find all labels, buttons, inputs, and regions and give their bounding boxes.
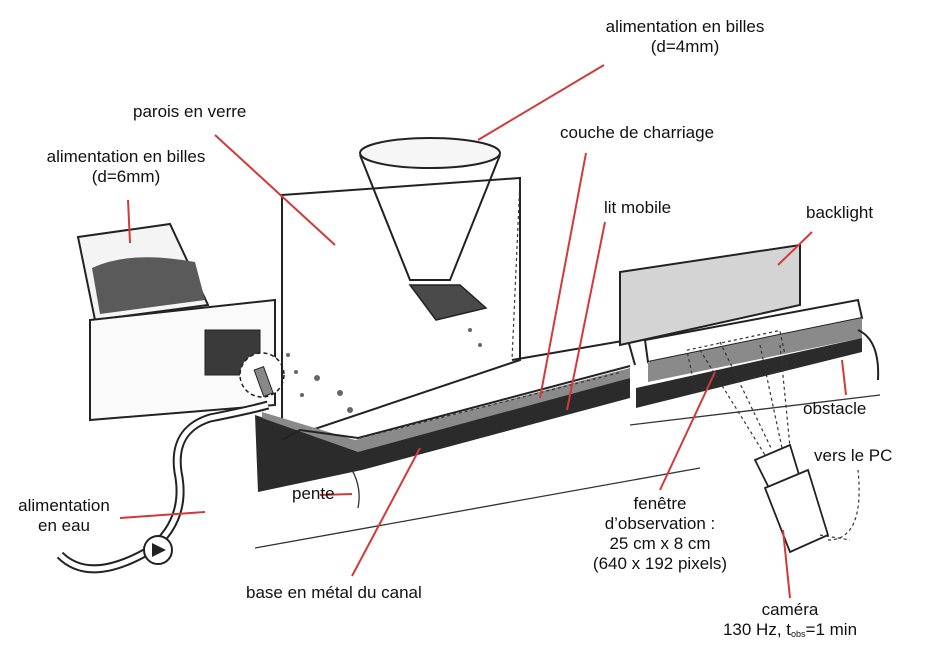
label-glass-walls: parois en verre (133, 102, 247, 121)
ground-line-right (629, 394, 881, 426)
leader-window (659, 371, 716, 491)
label-camera-line1: caméra (761, 600, 819, 619)
funnel-4mm (359, 137, 501, 321)
label-window-line2: d’observation : (604, 514, 716, 533)
leader-glass-walls (214, 134, 336, 246)
glass-wall-edge (511, 179, 521, 361)
label-observation-window: fenêtre d’observation : 25 cm x 8 cm (64… (560, 494, 760, 574)
label-feed-6mm-line2: (d=6mm) (91, 167, 161, 186)
glass-wall-upstream (281, 176, 521, 442)
leader-mobile-bed (566, 221, 606, 411)
label-camera-line2: 130 Hz, tobs=1 min (690, 620, 890, 644)
label-to-pc: vers le PC (814, 446, 893, 465)
leader-obstacle (841, 359, 847, 396)
leader-camera (782, 529, 791, 599)
label-camera-freq: 130 Hz, t (722, 620, 792, 639)
label-bedload-layer: couche de charriage (560, 123, 715, 142)
label-camera: caméra 130 Hz, tobs=1 min (690, 600, 890, 644)
camera (753, 443, 860, 554)
backlight-panel (619, 243, 801, 347)
label-feed-4mm-line1: alimentation en billes (605, 17, 765, 36)
label-mobile-bed: lit mobile (604, 198, 672, 217)
leader-base (351, 447, 421, 577)
label-water-feed-line2: en eau (38, 516, 90, 535)
valve-wheel (239, 352, 285, 398)
ground-line (254, 467, 701, 549)
label-window-line3: 25 cm x 8 cm (609, 534, 711, 553)
label-camera-sub: obs (791, 629, 806, 639)
channel (255, 338, 636, 492)
leader-slope (319, 493, 353, 496)
label-channel-base: base en métal du canal (246, 583, 422, 602)
label-obstacle: obstacle (803, 399, 867, 418)
label-feed-6mm-line1: alimentation en billes (46, 147, 206, 166)
water-hose (56, 400, 270, 574)
falling-beads (286, 328, 482, 413)
leader-bedload (539, 152, 587, 399)
label-backlight: backlight (806, 203, 874, 222)
label-camera-duration: =1 min (805, 620, 858, 639)
camera-rays (699, 341, 791, 456)
label-water-feed-line1: alimentation (18, 496, 110, 515)
observation-window-box (686, 329, 789, 391)
leader-lines (119, 64, 847, 599)
label-feed-6mm: alimentation en billes (d=6mm) (8, 147, 244, 187)
label-feed-4mm: alimentation en billes (d=4mm) (570, 17, 800, 57)
leader-backlight (777, 231, 813, 266)
label-window-line4: (640 x 192 pixels) (592, 554, 728, 573)
label-feed-4mm-line2: (d=4mm) (650, 37, 720, 56)
leader-feed-4mm (477, 64, 605, 141)
leader-water-feed (119, 511, 206, 519)
label-water-feed: alimentation en eau (10, 496, 118, 536)
label-slope: pente (292, 484, 335, 503)
slope-arc (351, 469, 360, 509)
label-window-line1: fenêtre (633, 494, 687, 513)
leader-feed-6mm (127, 199, 131, 244)
channel-downstream (619, 243, 880, 408)
